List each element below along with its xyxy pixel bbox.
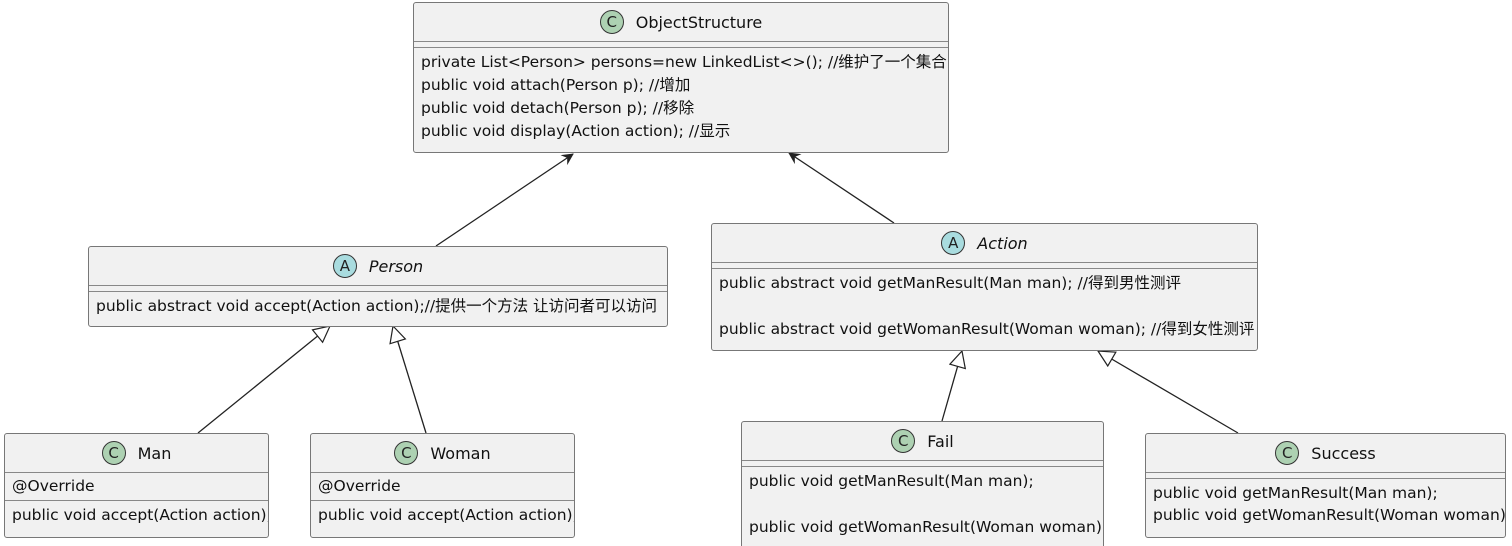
method-line: public void detach(Person p); //移除 [421,99,695,117]
methods-divider [89,291,667,292]
method-list: public void accept(Action action); [5,501,268,529]
methods-divider [712,268,1257,269]
class-name: Person [368,256,424,276]
attributes-divider [311,472,574,473]
method-list: public void accept(Action action); [311,501,574,529]
class-name: Man [137,443,172,463]
methods-divider [742,466,1103,467]
method-line: private List<Person> persons=new LinkedL… [421,53,947,71]
generalization-success-action [1098,351,1239,434]
method-line: public abstract void accept(Action actio… [96,297,658,315]
class-person: A Person public abstract void accept(Act… [88,246,668,327]
method-list: public abstract void getManResult(Man ma… [712,269,1257,343]
attributes-divider [712,262,1257,268]
class-name: Action [977,233,1028,253]
generalization-man-person [197,326,330,434]
methods-divider [5,500,268,501]
class-stereotype-icon: C [394,441,419,465]
methods-divider [414,47,948,48]
method-line: public abstract void getWomanResult(Woma… [719,320,1255,338]
class-action: A Action public abstract void getManResu… [711,223,1258,351]
method-list: public void getManResult(Man man); publi… [742,467,1103,541]
method-line: public void getWomanResult(Woman woman); [749,518,1104,536]
generalization-woman-person [393,326,427,434]
class-woman: C Woman @Override public void accept(Act… [310,433,575,538]
method-line: public abstract void getManResult(Man ma… [719,274,1181,292]
attributes-divider [1146,472,1505,478]
attributes-divider [414,41,948,47]
method-line: public void display(Action action); //显示 [421,122,731,140]
class-name: Success [1311,443,1376,463]
class-fail: C Fail public void getManResult(Man man)… [741,421,1104,546]
class-name: ObjectStructure [635,12,763,32]
annotation-line: @Override [318,477,401,495]
methods-divider [1146,478,1505,479]
class-header: C Man [5,434,268,472]
class-stereotype-icon: C [101,441,126,465]
method-list: public void getManResult(Man man); publi… [1146,479,1505,528]
class-stereotype-icon: C [891,429,916,453]
method-list: private List<Person> persons=new LinkedL… [414,48,948,145]
methods-divider [311,500,574,501]
method-line: public void accept(Action action); [12,506,269,524]
blank-line [749,493,1096,516]
class-stereotype-icon: C [1275,441,1300,465]
method-line: public void getManResult(Man man); [1153,484,1438,502]
class-name: Woman [430,443,491,463]
annotation-line: @Override [12,477,95,495]
class-header: C ObjectStructure [414,3,948,41]
class-header: A Person [89,247,667,285]
class-stereotype-icon: A [332,254,357,278]
association-action-objectstructure [788,152,895,224]
method-line: public void accept(Action action); [318,506,575,524]
attributes-divider [5,472,268,473]
generalization-fail-action [941,351,962,422]
association-person-objectstructure [435,153,574,247]
class-header: C Woman [311,434,574,472]
class-stereotype-icon: A [941,231,966,255]
attributes-divider [742,460,1103,466]
method-line: public void attach(Person p); //增加 [421,76,691,94]
attributes-divider [89,285,667,291]
class-stereotype-icon: C [599,10,624,34]
class-name: Fail [927,431,954,451]
class-objectstructure: C ObjectStructure private List<Person> p… [413,2,949,153]
method-list: public abstract void accept(Action actio… [89,292,667,320]
blank-line [719,295,1250,318]
class-header: A Action [712,224,1257,262]
class-man: C Man @Override public void accept(Actio… [4,433,269,538]
class-success: C Success public void getManResult(Man m… [1145,433,1506,538]
class-header: C Fail [742,422,1103,460]
method-line: public void getManResult(Man man); [749,472,1034,490]
method-line: public void getWomanResult(Woman woman); [1153,506,1506,524]
class-header: C Success [1146,434,1505,472]
